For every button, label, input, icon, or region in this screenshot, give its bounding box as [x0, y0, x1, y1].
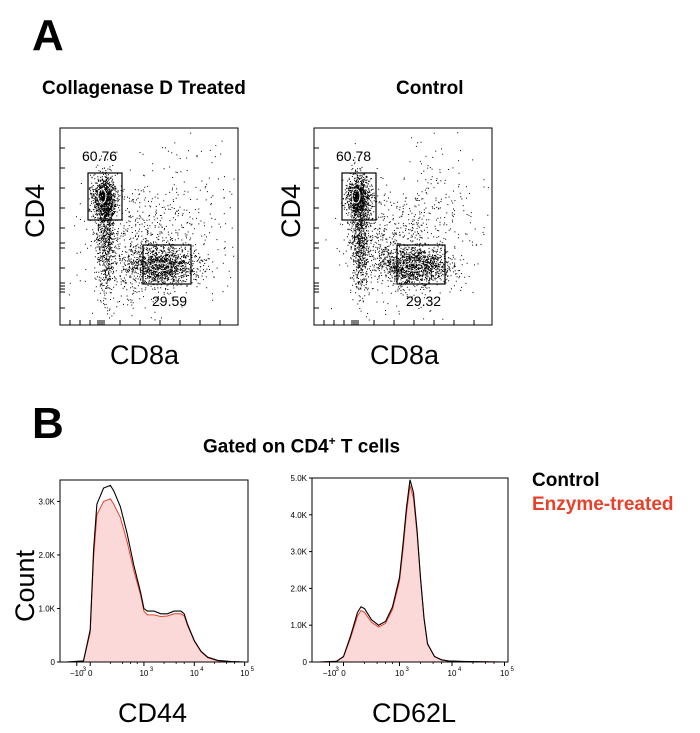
gate-cd4-value: 60.78 — [336, 148, 371, 164]
gate-cd8-value: 29.32 — [406, 293, 441, 309]
xtick-exponent: 4 — [200, 667, 204, 673]
legend-enzyme-treated: Enzyme-treated — [532, 494, 674, 515]
series-enzyme-treated — [318, 485, 505, 663]
dot-cloud — [325, 132, 489, 321]
ytick-label: 1.0K — [291, 621, 308, 630]
ytick-label: 2.0K — [39, 551, 56, 560]
ytick-label: 0 — [303, 658, 308, 667]
panel-b-title-suffix: T cells — [335, 436, 401, 458]
xtick-label: 10 — [240, 669, 249, 678]
plot-frame — [59, 479, 249, 663]
plot-a2-title: Control — [396, 78, 464, 99]
ytick-label: 5.0K — [291, 474, 308, 483]
xtick-label: 0 — [341, 669, 346, 678]
ytick-label: 2.0K — [291, 584, 308, 593]
xtick-label: 10 — [190, 669, 199, 678]
axis-ticks — [314, 147, 475, 325]
contour-cd8 — [149, 262, 171, 272]
xtick-exponent: 3 — [406, 667, 410, 673]
gate-cd8-value: 29.59 — [152, 293, 187, 309]
panel-b-title-sup: + — [328, 434, 336, 448]
plot-frame — [311, 477, 509, 663]
gate-cd8 — [396, 244, 446, 285]
xtick-label: 10 — [448, 669, 457, 678]
legend-control: Control — [532, 470, 600, 491]
contour-cd4 — [97, 188, 107, 204]
series-control — [318, 479, 505, 663]
hist1-xlabel: CD44 — [118, 698, 188, 728]
series-control — [66, 484, 245, 663]
ytick-label: 0 — [51, 658, 56, 667]
dot-plot-control: 60.78 29.32 — [313, 127, 493, 326]
gate-cd4 — [341, 172, 377, 221]
xtick-exponent: 3 — [150, 667, 154, 673]
plot-a2-xlabel: CD8a — [370, 340, 440, 370]
plot-a1-xlabel: CD8a — [110, 340, 180, 370]
hist2-xlabel: CD62L — [372, 698, 457, 728]
gate-cd8 — [142, 244, 192, 285]
axis-ticks — [60, 147, 221, 325]
plot-frame — [313, 127, 493, 326]
xtick-label: 10 — [395, 669, 404, 678]
gate-cd4 — [87, 172, 123, 221]
ytick-label: 3.0K — [291, 548, 308, 557]
hist1-ylabel: Count — [10, 549, 40, 622]
panel-letter-a: A — [32, 11, 64, 60]
plot-frame — [59, 127, 239, 326]
panel-b-title-main: Gated on CD4 — [203, 436, 329, 458]
xtick-exponent: 4 — [458, 667, 462, 673]
plot-a1-title: Collagenase D Treated — [42, 78, 246, 99]
contour-cd8 — [403, 262, 425, 272]
series-enzyme-treated — [66, 498, 245, 663]
plot-a1-ylabel: CD4 — [20, 183, 50, 238]
plot-a2-ylabel: CD4 — [276, 183, 306, 238]
contour-cd4 — [351, 188, 361, 204]
panel-letter-b: B — [32, 399, 64, 448]
dot-plot-collagenase: 60.76 29.59 — [59, 127, 239, 326]
panel-b-title: Gated on CD4+ T cells — [203, 430, 400, 458]
xtick-label: 10 — [139, 669, 148, 678]
xtick-exponent: 5 — [511, 667, 515, 673]
xtick-exponent: 3 — [83, 667, 87, 673]
ytick-label: 4.0K — [291, 511, 308, 520]
ytick-label: 3.0K — [39, 497, 56, 506]
xtick-label: 10 — [500, 669, 509, 678]
xtick-label: −10 — [323, 669, 337, 678]
ytick-label: 1.0K — [39, 604, 56, 613]
xtick-exponent: 3 — [336, 667, 340, 673]
xtick-exponent: 5 — [251, 667, 255, 673]
gate-cd4-value: 60.76 — [82, 148, 117, 164]
xtick-label: −10 — [70, 669, 84, 678]
xtick-label: 0 — [88, 669, 93, 678]
